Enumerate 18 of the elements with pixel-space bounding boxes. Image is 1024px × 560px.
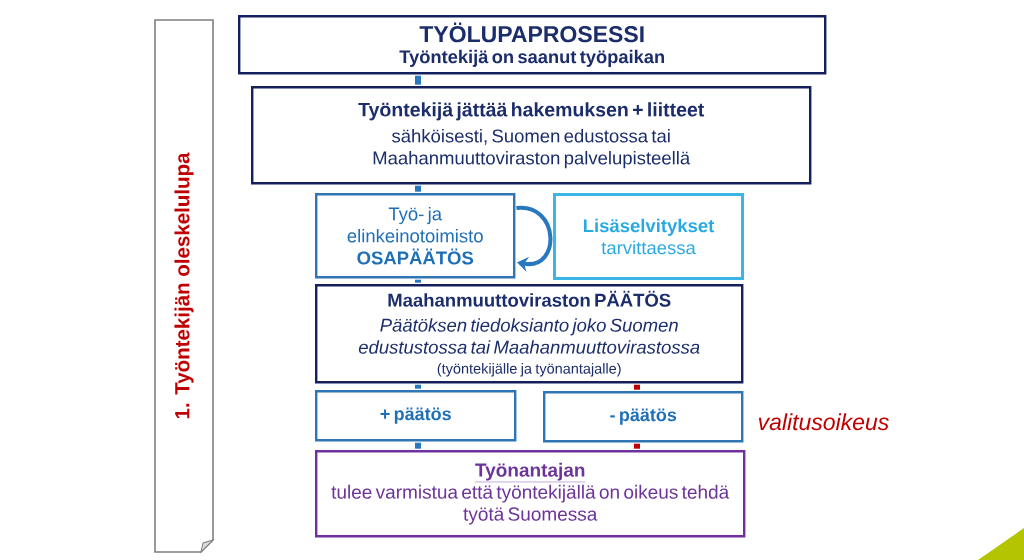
connector-bar	[415, 75, 421, 85]
process-box: Työ- ja elinkeinotoimisto OSAPÄÄTÖS	[315, 193, 516, 279]
connector-bar	[415, 279, 421, 283]
title-box: TYÖLUPAPROSESSI Työntekijä on saanut työpaikan	[238, 15, 827, 75]
loop-arrow	[516, 206, 553, 272]
connector-bar	[415, 185, 421, 192]
connector-bar	[634, 443, 640, 449]
annotation-text: valitusoikeus	[758, 413, 889, 431]
outcome-box: + päätös	[315, 390, 517, 442]
process-box: Lisäselvitykset tarvittaessa	[553, 193, 744, 280]
note-box: 1. Työntekijän oleskelulupa	[154, 19, 214, 553]
connector-bar	[415, 442, 421, 449]
process-box: Työntekijä jättää hakemuksen + liitteet sähköisesti, Suomen edustossa tai Maahanmuuttoviraston palvelupisteellä	[251, 86, 812, 185]
connector-bar	[634, 384, 640, 390]
process-box: Maahanmuuttoviraston PÄÄTÖS Päätöksen tiedoksianto joko Suomen edustustossa tai Maahanmuuttovirastossa (työntekijälle ja työnantajalle)	[315, 284, 744, 384]
process-box: Työnantajan tulee varmistua että työntekijällä on oikeus tehdä työtä Suomessa	[315, 450, 746, 538]
connector-bar	[415, 384, 421, 389]
outcome-box: - päätös	[543, 391, 744, 443]
